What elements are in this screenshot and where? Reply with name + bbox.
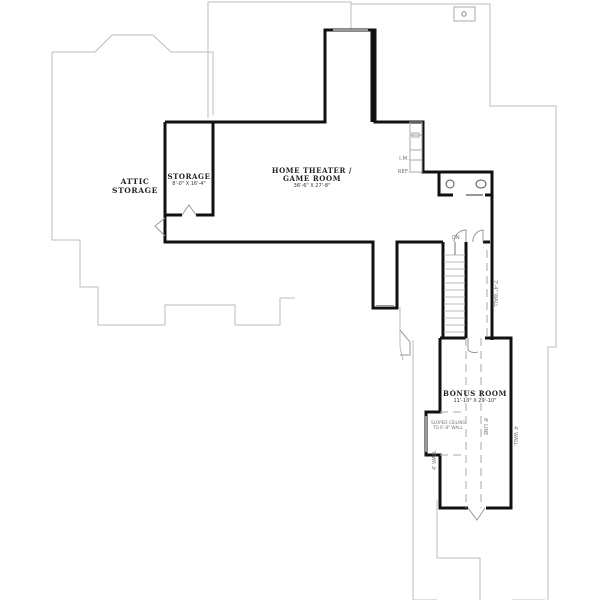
room-labels: ATTIC STORAGE STORAGE 8'-0" X 16'-4" HOM… [112,166,507,404]
staircase [444,242,465,333]
storage-label: STORAGE [167,172,210,181]
doors [154,204,486,521]
ceiling-lines [440,250,488,508]
home-theater-label: HOME THEATER / [272,166,352,175]
ice-maker-label: I.M. [399,156,409,162]
refrigerator-label: REF. [398,169,410,175]
ceiling-line-note: 8' LINE [482,418,488,435]
bonus-room-dimensions: 11'-10" X 29'-10" [453,398,496,404]
home-theater-dimensions: 36'-6" X 27'-8" [294,183,331,189]
stair-down-label: DN [452,235,460,241]
sloped-ceiling-label-2: TO 6'-8" WALL [432,425,464,430]
roof-outline [51,1,557,600]
storage-dimensions: 8'-0" X 16'-4" [172,181,205,187]
wall-note-upper: 7'-4" WALL [492,280,498,307]
bonus-room-label: BONUS ROOM [443,389,507,398]
sink-icon [453,6,476,22]
sloped-ceiling-label: SLOPED CEILING [431,420,466,425]
attic-storage-label: ATTIC [120,177,150,186]
wall-note-left: 4' WALL [432,450,438,470]
toilet-icon [445,179,487,189]
annotations: I.M. REF. DN SLOPED CEILING TO 6'-8" WAL… [398,156,518,470]
kitchenette-counter [409,121,423,173]
game-room-label: GAME ROOM [283,174,341,183]
attic-storage-label-2: STORAGE [112,186,158,195]
wall-note-right: 4' WALL [512,426,518,446]
